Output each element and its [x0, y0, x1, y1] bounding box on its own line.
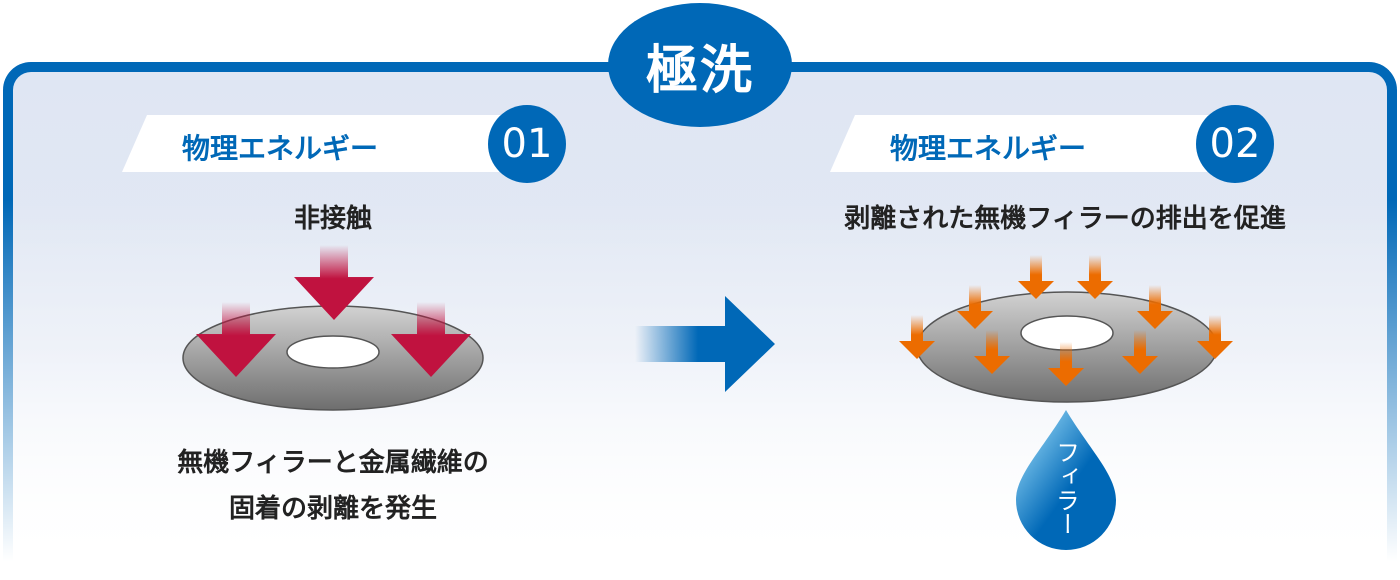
step1-title: 物理エネルギー — [182, 132, 379, 165]
step2-caption: 剥離された無機フィラーの排出を促進 — [844, 204, 1286, 234]
orange-arrow-down-icon — [1197, 315, 1233, 359]
step1-description-line1: 無機フィラーと金属繊維の — [177, 448, 489, 478]
red-arrow-down-icon — [294, 245, 374, 320]
title-badge: 極洗 — [608, 3, 792, 127]
orange-arrow-down-icon — [1137, 285, 1173, 329]
step1-number: 01 — [488, 105, 566, 183]
orange-arrow-down-icon — [899, 315, 935, 359]
orange-arrow-down-icon — [957, 285, 993, 329]
step1-banner: 物理エネルギー — [122, 115, 522, 172]
step2-title: 物理エネルギー — [890, 132, 1087, 165]
red-arrow-down-icon — [391, 302, 471, 377]
step2-banner: 物理エネルギー — [830, 115, 1230, 172]
step1-caption: 非接触 — [293, 204, 372, 234]
big-arrow-right-icon — [635, 296, 775, 392]
orange-arrow-down-icon — [1122, 330, 1158, 374]
red-arrow-down-icon — [196, 302, 276, 377]
orange-arrow-down-icon — [1018, 255, 1054, 299]
orange-arrow-down-icon — [974, 330, 1010, 374]
drop-label: フィラー — [1051, 440, 1080, 536]
orange-arrow-down-icon — [1048, 342, 1084, 386]
filler-drop-icon — [1016, 410, 1116, 550]
step1-disk — [182, 305, 484, 411]
orange-arrow-down-icon — [1077, 255, 1113, 299]
step2-number: 02 — [1196, 105, 1274, 183]
step1-description-line2: 固着の剥離を発生 — [228, 494, 437, 524]
